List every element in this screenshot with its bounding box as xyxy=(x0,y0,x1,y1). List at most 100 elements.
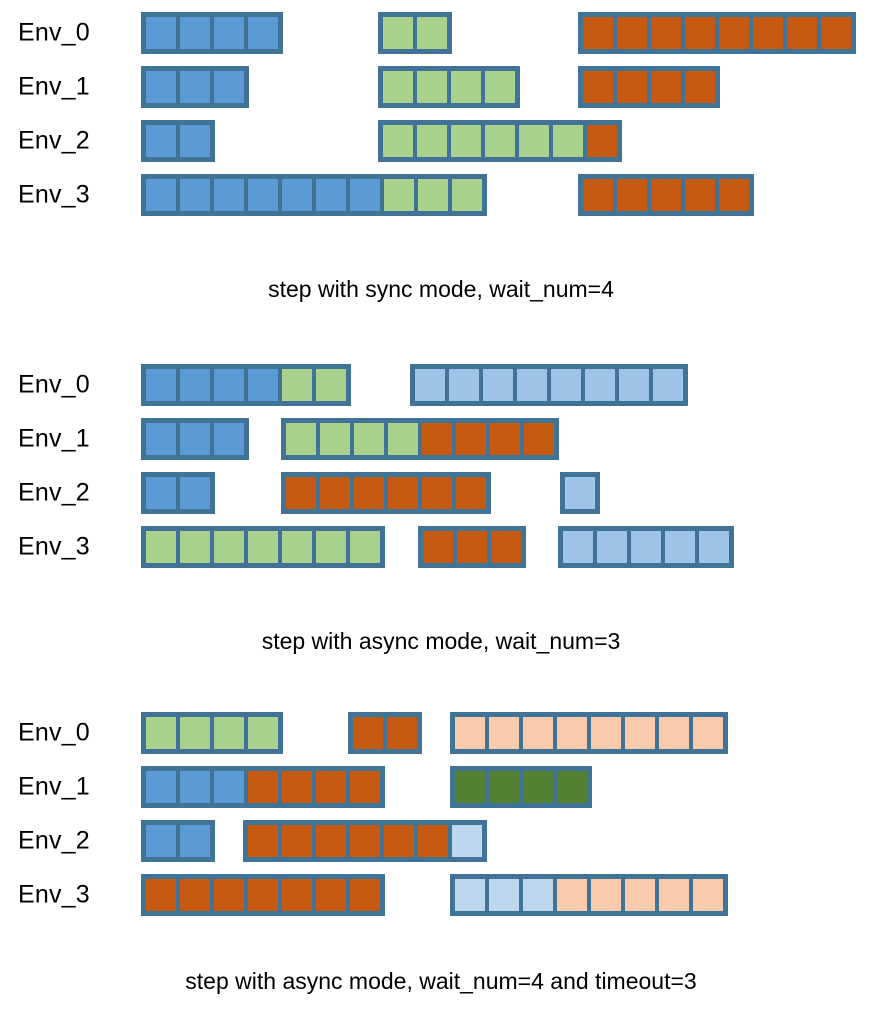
step-cell-peach xyxy=(625,717,655,749)
step-cell-mid-blue xyxy=(619,369,649,401)
step-cell-green xyxy=(417,125,447,157)
step-block-group xyxy=(348,712,422,754)
step-cell-orange xyxy=(685,71,715,103)
step-cell-orange xyxy=(787,17,817,49)
env-label: Env_2 xyxy=(18,126,90,155)
step-block-group xyxy=(578,66,720,108)
step-cell-blue xyxy=(180,17,210,49)
step-cell-orange xyxy=(617,179,647,211)
step-cell-orange xyxy=(316,879,346,911)
step-block-group xyxy=(141,12,283,54)
step-cell-blue xyxy=(146,71,176,103)
step-cell-peach xyxy=(693,879,723,911)
step-cell-orange xyxy=(685,17,715,49)
step-cell-green xyxy=(452,179,482,211)
env-row: Env_2 xyxy=(0,114,882,168)
env-row: Env_0 xyxy=(0,6,882,60)
step-cell-orange xyxy=(524,423,554,455)
step-cell-light-blue xyxy=(523,879,553,911)
step-block-group xyxy=(560,472,600,514)
step-cell-green xyxy=(146,531,176,563)
step-cell-blue xyxy=(146,771,176,803)
step-block-group xyxy=(410,364,688,406)
step-cell-orange xyxy=(418,825,448,857)
step-cell-orange xyxy=(651,179,681,211)
step-cell-green xyxy=(388,423,418,455)
step-cell-green xyxy=(248,717,278,749)
env-row: Env_1 xyxy=(0,760,882,814)
step-cell-peach xyxy=(591,879,621,911)
step-block-group xyxy=(141,66,249,108)
step-cell-orange xyxy=(214,879,244,911)
step-block-group xyxy=(450,766,592,808)
step-block-group xyxy=(141,418,249,460)
step-block-group xyxy=(281,472,491,514)
env-label: Env_3 xyxy=(18,532,90,561)
step-cell-orange xyxy=(583,17,613,49)
step-block-group xyxy=(378,120,622,162)
step-cell-blue xyxy=(214,17,244,49)
step-cell-dark-green xyxy=(557,771,587,803)
step-cell-mid-blue xyxy=(665,531,695,563)
step-cell-peach xyxy=(591,717,621,749)
step-cell-green xyxy=(248,531,278,563)
step-cell-orange xyxy=(685,179,715,211)
step-cell-blue xyxy=(214,179,244,211)
step-cell-blue xyxy=(146,825,176,857)
step-cell-dark-green xyxy=(523,771,553,803)
step-cell-blue xyxy=(214,71,244,103)
step-cell-green xyxy=(354,423,384,455)
step-cell-green xyxy=(214,531,244,563)
step-cell-blue xyxy=(180,771,210,803)
step-cell-blue xyxy=(146,423,176,455)
step-cell-mid-blue xyxy=(449,369,479,401)
step-cell-orange xyxy=(248,771,278,803)
step-cell-blue xyxy=(146,179,176,211)
step-cell-green xyxy=(214,717,244,749)
env-row: Env_1 xyxy=(0,60,882,114)
step-cell-mid-blue xyxy=(653,369,683,401)
step-block-group xyxy=(578,174,754,216)
env-label: Env_0 xyxy=(18,718,90,747)
step-cell-orange xyxy=(354,477,384,509)
step-cell-blue xyxy=(146,125,176,157)
step-cell-green xyxy=(451,71,481,103)
step-cell-orange xyxy=(353,717,383,749)
env-row: Env_1 xyxy=(0,412,882,466)
step-cell-orange xyxy=(422,423,452,455)
step-block-group xyxy=(141,364,351,406)
step-block-group xyxy=(418,526,526,568)
step-cell-orange xyxy=(456,423,486,455)
panel-caption: step with async mode, wait_num=4 and tim… xyxy=(185,968,697,994)
step-cell-mid-blue xyxy=(597,531,627,563)
step-block-group xyxy=(450,712,728,754)
step-cell-green xyxy=(383,17,413,49)
step-cell-green xyxy=(417,71,447,103)
step-cell-peach xyxy=(693,717,723,749)
step-cell-blue xyxy=(146,477,176,509)
step-block-group xyxy=(450,874,728,916)
step-block-group xyxy=(558,526,734,568)
step-cell-green xyxy=(286,423,316,455)
step-cell-orange xyxy=(146,879,176,911)
panel-caption: step with async mode, wait_num=3 xyxy=(261,628,621,654)
step-block-group xyxy=(141,712,283,754)
step-cell-blue xyxy=(282,179,312,211)
step-cell-peach xyxy=(659,879,689,911)
step-cell-orange xyxy=(388,477,418,509)
step-cell-orange xyxy=(587,125,617,157)
step-cell-blue xyxy=(180,825,210,857)
step-cell-mid-blue xyxy=(563,531,593,563)
step-cell-mid-blue xyxy=(631,531,661,563)
step-cell-orange xyxy=(350,879,380,911)
step-cell-dark-green xyxy=(489,771,519,803)
step-cell-blue xyxy=(214,369,244,401)
step-cell-green xyxy=(320,423,350,455)
step-cell-orange xyxy=(491,531,521,563)
step-cell-orange xyxy=(456,477,486,509)
step-cell-green xyxy=(180,717,210,749)
step-cell-green xyxy=(519,125,549,157)
